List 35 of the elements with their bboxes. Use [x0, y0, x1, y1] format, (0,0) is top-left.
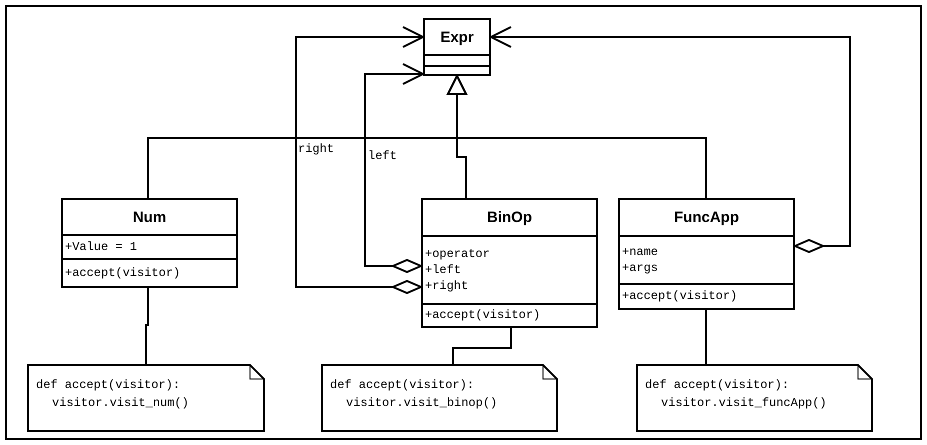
class-name: FuncApp	[674, 210, 739, 225]
class-operation: +accept(visitor)	[621, 290, 738, 302]
code-line: def accept(visitor):	[645, 379, 790, 391]
class-box	[421, 198, 598, 328]
class-box	[61, 198, 238, 288]
code-line: visitor.visit_binop()	[345, 397, 498, 409]
note-box	[321, 364, 558, 432]
aggregation-arrow	[364, 63, 424, 273]
note-connector	[705, 310, 707, 364]
edge-label: left	[368, 150, 397, 162]
note-box	[636, 364, 873, 432]
code-line: visitor.visit_num()	[51, 397, 189, 409]
note-connector	[452, 328, 512, 364]
inheritance-arrow	[447, 75, 707, 198]
class-box	[423, 18, 491, 76]
class-name: Num	[132, 210, 166, 225]
class-name: Expr	[440, 30, 474, 45]
code-line: visitor.visit_funcApp()	[660, 397, 827, 409]
class-attribute: +operator	[424, 248, 490, 260]
class-attribute: +right	[424, 280, 468, 292]
class-box	[618, 198, 795, 310]
aggregation-arrow	[490, 26, 851, 253]
note-box	[27, 364, 265, 432]
class-attribute: +name	[621, 246, 658, 258]
class-name: BinOp	[487, 210, 532, 225]
code-line: def accept(visitor):	[330, 379, 476, 391]
class-operation: +accept(visitor)	[64, 267, 180, 280]
class-attribute: +Value = 1	[64, 241, 138, 254]
class-attribute: +left	[424, 264, 462, 276]
note-connector	[145, 288, 149, 364]
code-line: def accept(visitor):	[36, 379, 182, 391]
aggregation-arrow	[295, 26, 424, 294]
class-attribute: +args	[621, 262, 658, 274]
edge-label: right	[298, 143, 334, 155]
class-operation: +accept(visitor)	[424, 309, 540, 322]
